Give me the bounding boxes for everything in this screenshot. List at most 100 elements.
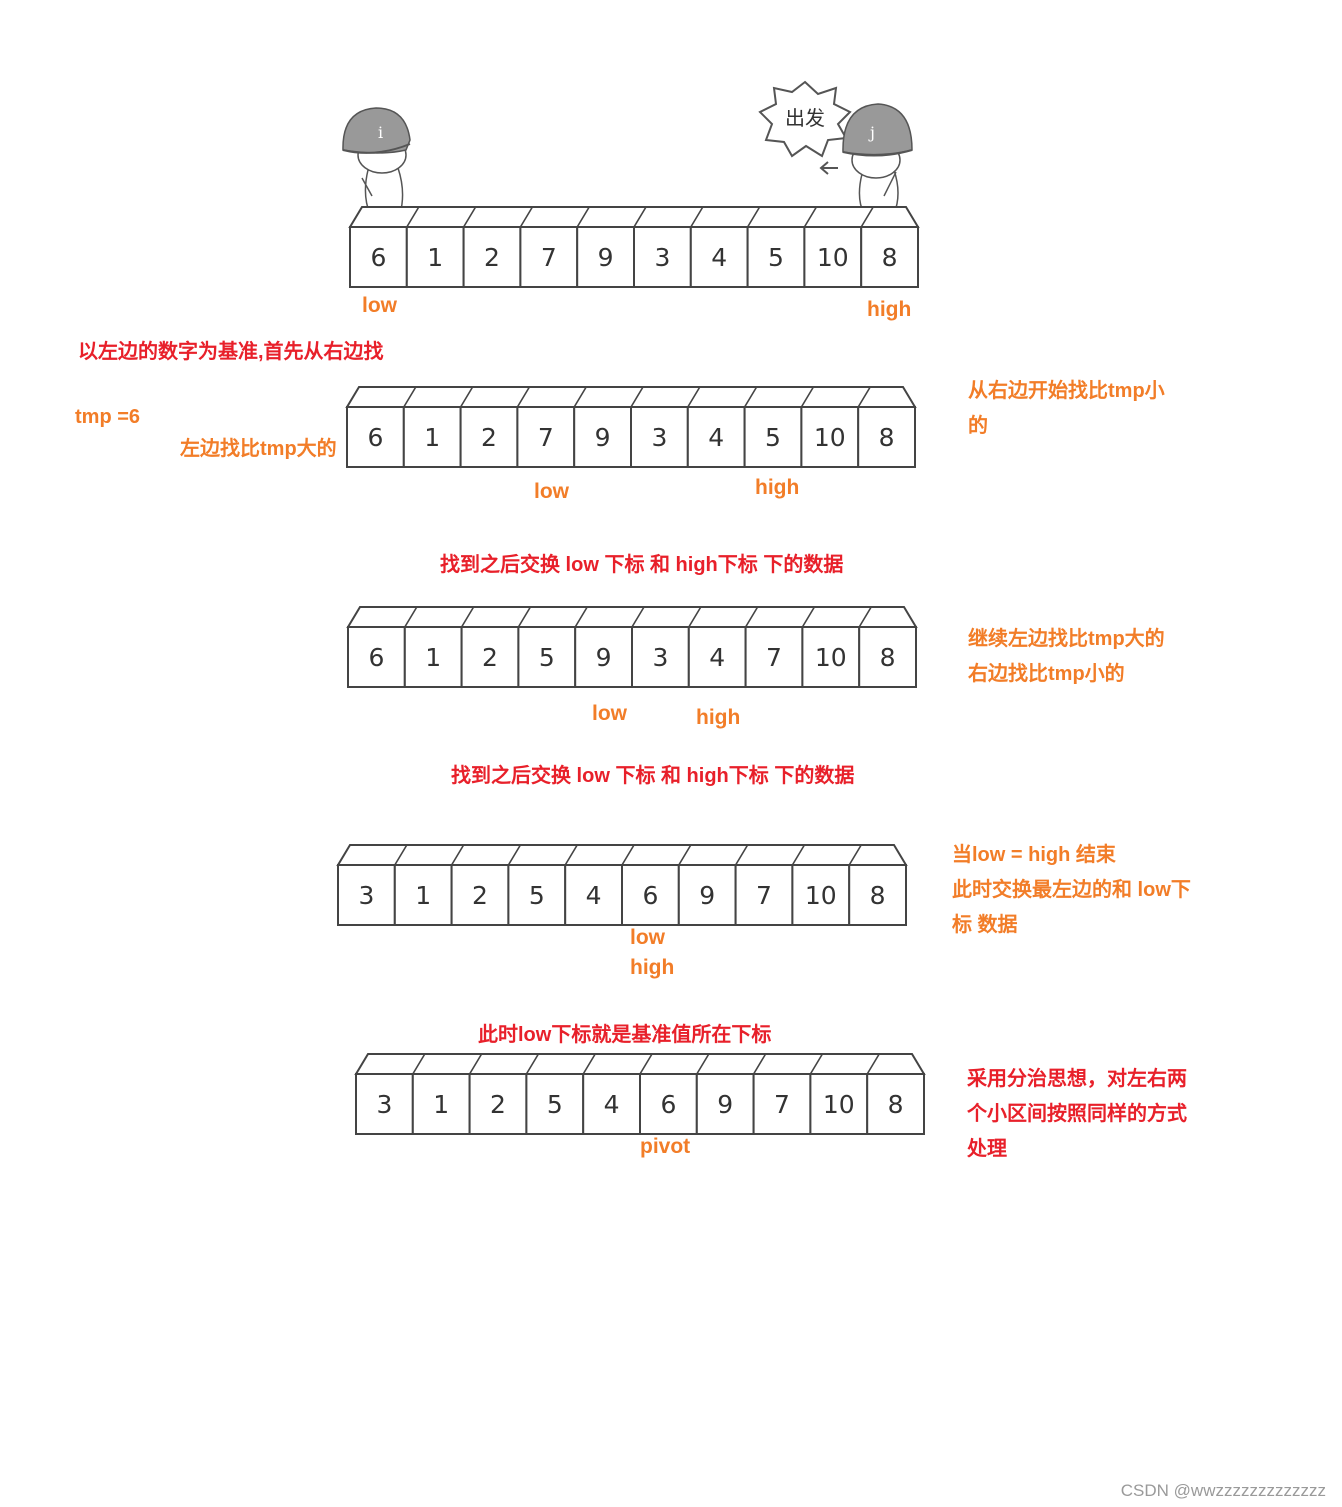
- array-cell: 8: [848, 844, 908, 926]
- cell-value: 2: [481, 423, 497, 452]
- cell-value: 8: [880, 643, 896, 672]
- array-cell: 10: [800, 386, 860, 468]
- array-cell: 9: [695, 1053, 755, 1135]
- array-cell: 2: [462, 206, 522, 288]
- array-cell: 4: [564, 844, 623, 926]
- array-cell: 1: [402, 386, 462, 468]
- character-j: j: [842, 103, 913, 221]
- low-label-row-2: low: [534, 480, 569, 503]
- cell-value: 8: [870, 881, 886, 910]
- cell-value: 5: [547, 1090, 563, 1119]
- array-top-face: [346, 606, 918, 628]
- char-i-label: i: [378, 123, 383, 142]
- swap-note-2: 找到之后交换 low 下标 和 high下标 下的数据: [451, 765, 855, 787]
- array-top-face: [348, 206, 920, 228]
- array-cell: 7: [752, 1053, 812, 1135]
- right-find-line-1: 从右边开始找比tmp小: [968, 380, 1165, 402]
- array-cell: 1: [403, 606, 463, 688]
- left-find-note: 左边找比tmp大的: [180, 438, 337, 460]
- continue-line-1: 继续左边找比tmp大的: [968, 628, 1165, 650]
- array-cell: 3: [631, 606, 690, 688]
- array-cell: 5: [507, 844, 567, 926]
- array-cell: 9: [576, 206, 635, 288]
- cell-value: 8: [879, 423, 895, 452]
- cell-value: 10: [823, 1090, 855, 1119]
- speech-bubble: 出发: [758, 80, 852, 158]
- cell-value: 1: [433, 1090, 449, 1119]
- array-cell: 8: [866, 1053, 926, 1135]
- cell-value: 9: [717, 1090, 733, 1119]
- cell-value: 4: [604, 1090, 620, 1119]
- cell-value: 5: [539, 643, 555, 672]
- cell-value: 3: [358, 881, 374, 910]
- array-row-5: 3 1 2 5 4 6 9 7 10 8: [354, 1053, 926, 1135]
- low-label-row-4: low: [630, 926, 665, 949]
- cell-value: 9: [596, 643, 612, 672]
- cell-value: 10: [815, 643, 847, 672]
- right-find-note: 从右边开始找比tmp小 的: [968, 374, 1165, 444]
- cell-value: 1: [427, 243, 443, 272]
- cell-value: 7: [541, 243, 557, 272]
- end-line-3: 标 数据: [952, 914, 1018, 936]
- cell-value: 2: [490, 1090, 506, 1119]
- array-top-face: [345, 386, 917, 408]
- continue-line-2: 右边找比tmp小的: [968, 663, 1125, 685]
- cell-value: 8: [888, 1090, 904, 1119]
- array-cell: 5: [743, 386, 803, 468]
- array-cell: 6: [639, 1053, 698, 1135]
- array-cell: 10: [801, 606, 861, 688]
- end-line-2: 此时交换最左边的和 low下: [952, 879, 1191, 901]
- array-cell: 1: [411, 1053, 471, 1135]
- cell-value: 7: [756, 881, 772, 910]
- cell-value: 9: [699, 881, 715, 910]
- end-note: 当low = high 结束 此时交换最左边的和 low下 标 数据: [952, 838, 1191, 943]
- divide-line-1: 采用分治思想，对左右两: [967, 1068, 1187, 1090]
- array-cell: 8: [860, 206, 920, 288]
- array-top-face: [336, 844, 908, 866]
- cell-value: 3: [651, 423, 667, 452]
- pivot-label-row-5: pivot: [640, 1135, 691, 1158]
- array-top-face: [354, 1053, 926, 1075]
- array-cell: 4: [689, 206, 749, 288]
- array-cell: 1: [393, 844, 453, 926]
- cell-value: 4: [711, 243, 727, 272]
- pivot-index-note: 此时low下标就是基准值所在下标: [478, 1024, 772, 1046]
- array-cell: 7: [519, 206, 579, 288]
- cell-value: 6: [370, 243, 386, 272]
- low-label-row-3: low: [592, 702, 627, 725]
- array-cell: 2: [450, 844, 510, 926]
- divide-note: 采用分治思想，对左右两 个小区间按照同样的方式 处理: [967, 1062, 1187, 1167]
- array-cell: 6: [349, 226, 408, 288]
- cell-value: 3: [654, 243, 670, 272]
- cell-value: 2: [482, 643, 498, 672]
- bubble-text: 出发: [785, 106, 825, 130]
- left-arrow: [819, 161, 838, 175]
- end-line-1: 当low = high 结束: [952, 844, 1116, 866]
- array-cell: 7: [734, 844, 794, 926]
- cell-value: 4: [709, 643, 725, 672]
- cell-value: 7: [774, 1090, 790, 1119]
- array-cell: 5: [525, 1053, 585, 1135]
- low-label-row-1: low: [362, 294, 397, 317]
- cell-value: 10: [814, 423, 846, 452]
- cell-value: 6: [660, 1090, 676, 1119]
- array-cell: 5: [517, 606, 577, 688]
- high-label-row-1: high: [867, 298, 912, 321]
- array-cell: 8: [857, 386, 917, 468]
- continue-note: 继续左边找比tmp大的 右边找比tmp小的: [968, 622, 1165, 692]
- cell-value: 4: [586, 881, 602, 910]
- array-cell: 9: [573, 386, 632, 468]
- array-cell: 6: [346, 406, 405, 468]
- cell-value: 10: [805, 881, 837, 910]
- watermark: CSDN @wwzzzzzzzzzzzzz: [1120, 1481, 1326, 1500]
- cell-value: 3: [376, 1090, 392, 1119]
- array-cell: 10: [809, 1053, 869, 1135]
- cell-value: 4: [708, 423, 724, 452]
- array-cell: 3: [633, 206, 692, 288]
- array-cell: 6: [621, 844, 680, 926]
- right-find-line-2: 的: [968, 415, 988, 437]
- high-label-row-3: high: [696, 706, 741, 729]
- cell-value: 8: [882, 243, 898, 272]
